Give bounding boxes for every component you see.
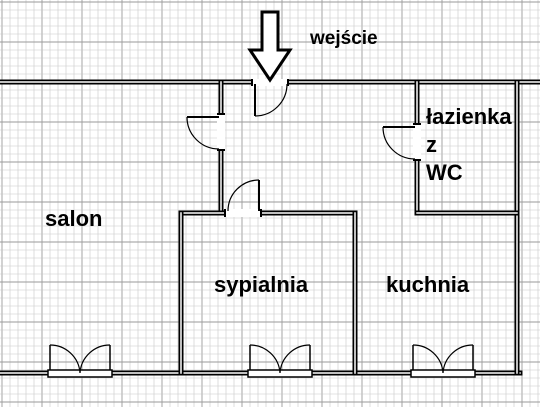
window-kitchen (410, 344, 476, 378)
door-bathroom (382, 123, 421, 161)
door-entrance (251, 79, 289, 117)
entrance-label: wejście (310, 28, 378, 49)
room-label-bathroom: łazienka z WC (426, 103, 512, 187)
room-label-salon: salon (45, 206, 103, 231)
door-bedroom (224, 179, 262, 217)
room-label-bedroom: sypialnia (214, 272, 309, 297)
bathroom-label-line: z (426, 132, 437, 157)
window-salon (47, 344, 113, 378)
arrow-down-icon (247, 10, 293, 83)
windows (47, 344, 476, 378)
bathroom-label-line: WC (426, 160, 463, 185)
window-bedroom (247, 344, 313, 378)
door-salon (186, 113, 225, 151)
room-label-kitchen: kuchnia (386, 272, 470, 297)
bathroom-label-line: łazienka (426, 104, 512, 129)
